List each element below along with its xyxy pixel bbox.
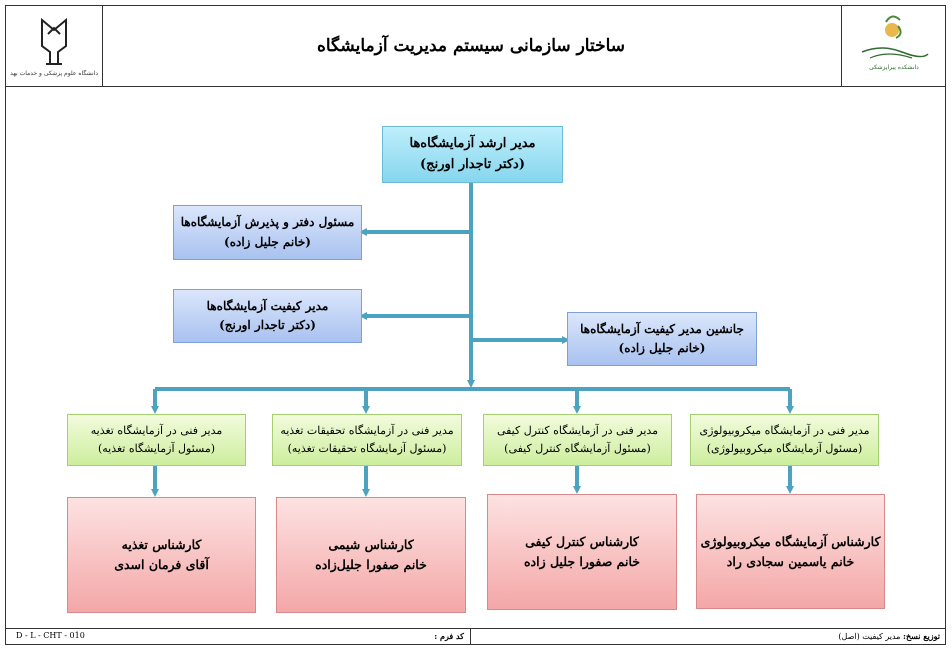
faculty-emblem-icon — [861, 15, 929, 59]
header-divider — [5, 86, 946, 87]
expert-role: کارشناس تغذیه — [121, 537, 202, 552]
form-code-label: کد فرم : — [434, 631, 464, 641]
faculty-logo-caption: دانشکده پیراپزشکی — [869, 64, 919, 71]
expert-name: آقای فرمان اسدی — [114, 557, 209, 572]
quality-manager-box: مدیر کیفیت آزمایشگاه‌ها (دکتر تاجدار اور… — [173, 289, 362, 343]
university-emblem-icon — [41, 17, 67, 65]
university-logo-caption: دانشگاه علوم پزشکی و خدمات بهداشتی درمان… — [10, 70, 98, 77]
page-frame — [5, 5, 946, 645]
quality-manager-role: مدیر کیفیت آزمایشگاه‌ها — [206, 298, 329, 313]
distribution-info: توزیع نسخ: مدیر کیفیت (اصل) — [600, 631, 940, 641]
technical-manager-detail: (مسئول آزمایشگاه تغذیه) — [97, 442, 216, 455]
expert-box: کارشناس تغذیه آقای فرمان اسدی — [67, 497, 256, 613]
expert-box: کارشناس آزمایشگاه میکروبیولوژی خانم یاسم… — [696, 494, 885, 609]
office-reception-name: (خانم جلیل زاده) — [224, 234, 311, 249]
deputy-quality-manager-role: جانشین مدیر کیفیت آزمایشگاه‌ها — [580, 321, 744, 336]
header-left-divider — [102, 5, 103, 86]
expert-name: خانم صفورا جلیل‌زاده — [315, 557, 427, 572]
technical-manager-box: مدیر فنی در آزمایشگاه کنترل کیفی (مسئول … — [483, 414, 672, 466]
page-title: ساختار سازمانی سیستم مدیریت آزمایشگاه — [316, 36, 626, 56]
expert-name: خانم صفورا جلیل زاده — [523, 554, 641, 569]
expert-box: کارشناس شیمی خانم صفورا جلیل‌زاده — [276, 497, 466, 613]
deputy-quality-manager-box: جانشین مدیر کیفیت آزمایشگاه‌ها (خانم جلی… — [567, 312, 757, 366]
senior-lab-manager-name: (دکتر تاجدار اورنج) — [420, 156, 525, 172]
header-right-divider — [841, 5, 842, 86]
technical-manager-detail: (مسئول آزمایشگاه کنترل کیفی) — [504, 442, 651, 455]
technical-manager-box: مدیر فنی در آزمایشگاه میکروبیولوژی (مسئو… — [690, 414, 879, 466]
technical-manager-role: مدیر فنی در آزمایشگاه تغذیه — [90, 424, 223, 438]
technical-manager-box: مدیر فنی در آزمایشگاه تغذیه (مسئول آزمای… — [67, 414, 246, 466]
senior-lab-manager-box: مدیر ارشد آزمایشگاه‌ها (دکتر تاجدار اورن… — [382, 126, 563, 183]
technical-manager-detail: (مسئول آزمایشگاه میکروبیولوژی) — [706, 442, 863, 455]
footer-divider — [5, 628, 946, 629]
expert-role: کارشناس شیمی — [328, 537, 414, 552]
technical-manager-box: مدیر فنی در آزمایشگاه تحقیقات تغذیه (مسئ… — [272, 414, 462, 466]
office-reception-box: مسئول دفتر و پذیرش آزمایشگاه‌ها (خانم جل… — [173, 205, 362, 260]
expert-box: کارشناس کنترل کیفی خانم صفورا جلیل زاده — [487, 494, 677, 610]
university-logo: دانشگاه علوم پزشکی و خدمات بهداشتی درمان… — [6, 6, 102, 86]
technical-manager-role: مدیر فنی در آزمایشگاه کنترل کیفی — [496, 424, 659, 438]
distribution-value: مدیر کیفیت (اصل) — [838, 632, 901, 641]
expert-role: کارشناس کنترل کیفی — [525, 534, 639, 549]
expert-role: کارشناس آزمایشگاه میکروبیولوژی — [700, 533, 881, 549]
deputy-quality-manager-name: (خانم جلیل زاده) — [618, 341, 706, 355]
technical-manager-role: مدیر فنی در آزمایشگاه میکروبیولوژی — [699, 424, 870, 438]
document-code: D - L - CHT - 010 — [16, 631, 85, 640]
office-reception-role: مسئول دفتر و پذیرش آزمایشگاه‌ها — [180, 215, 355, 230]
expert-name: خانم یاسمین سجادی راد — [726, 553, 855, 569]
senior-lab-manager-role: مدیر ارشد آزمایشگاه‌ها — [409, 135, 536, 151]
quality-manager-name: (دکتر تاجدار اورنج) — [219, 318, 316, 332]
faculty-logo: دانشکده پیراپزشکی — [842, 6, 944, 86]
distribution-label: توزیع نسخ: — [903, 631, 940, 641]
technical-manager-role: مدیر فنی در آزمایشگاه تحقیقات تغذیه — [280, 424, 454, 438]
technical-manager-detail: (مسئول آزمایشگاه تحقیقات تغذیه) — [287, 442, 447, 455]
footer-mid-divider — [470, 628, 471, 645]
